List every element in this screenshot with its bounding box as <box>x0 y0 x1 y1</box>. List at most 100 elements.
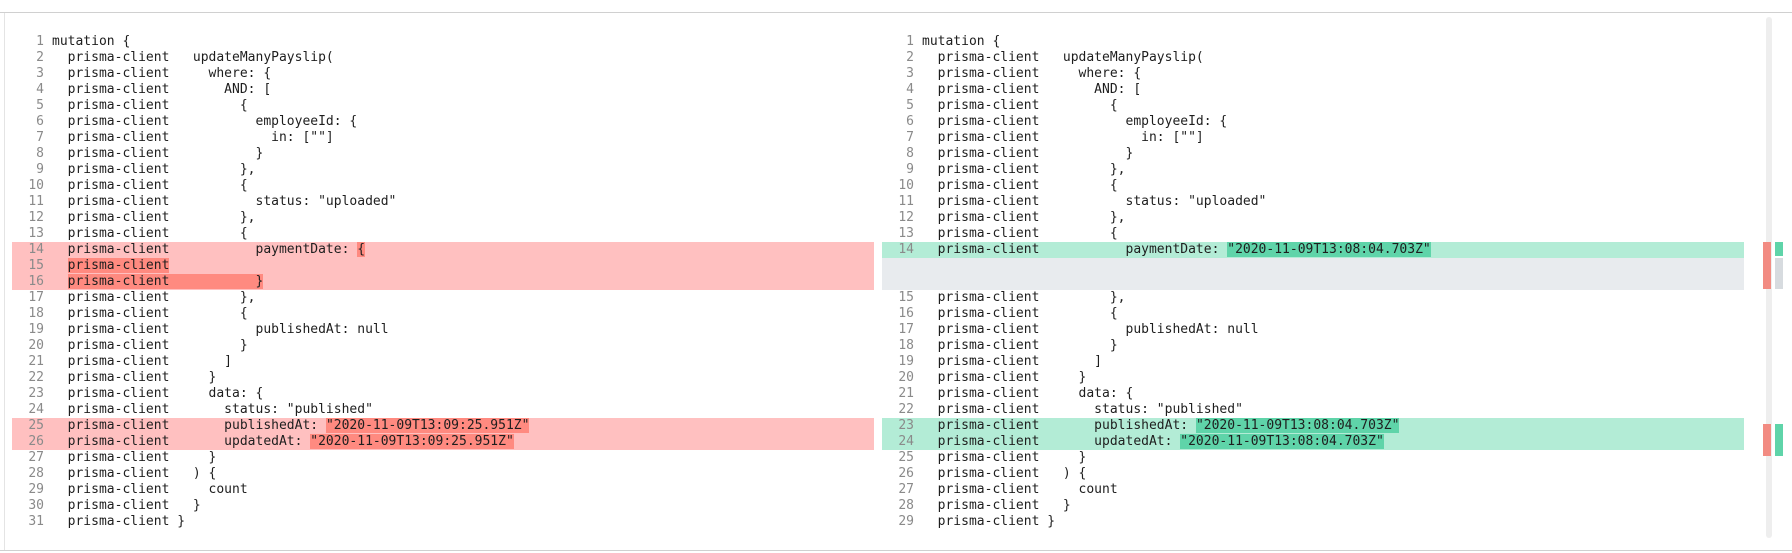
code-line[interactable]: 29 prisma-client count <box>12 482 874 498</box>
code-line[interactable]: 16 prisma-client { <box>882 306 1744 322</box>
code-line[interactable]: 12 prisma-client }, <box>12 210 874 226</box>
code-line[interactable]: 10 prisma-client { <box>882 178 1744 194</box>
code-line[interactable]: 9 prisma-client }, <box>12 162 874 178</box>
line-content: prisma-client publishedAt: null <box>922 322 1259 337</box>
unchanged-text <box>52 258 68 273</box>
code-line[interactable]: 11 prisma-client status: "uploaded" <box>12 194 874 210</box>
line-number: 8 <box>36 146 44 161</box>
code-line[interactable]: 29 prisma-client } <box>882 514 1744 530</box>
top-divider <box>0 12 1792 13</box>
code-line[interactable]: 19 prisma-client publishedAt: null <box>12 322 874 338</box>
line-content: prisma-client }, <box>922 162 1126 177</box>
code-line[interactable]: 26 prisma-client ) { <box>882 466 1744 482</box>
line-content: prisma-client } <box>52 146 264 161</box>
code-line[interactable]: 22 prisma-client } <box>12 370 874 386</box>
deleted-line[interactable]: 26 prisma-client updatedAt: "2020-11-09T… <box>12 434 874 450</box>
code-line[interactable]: 15 prisma-client }, <box>882 290 1744 306</box>
deleted-text: { <box>357 242 366 257</box>
code-line[interactable]: 18 prisma-client { <box>12 306 874 322</box>
diff-padding-line[interactable] <box>882 274 1744 290</box>
code-line[interactable]: 3 prisma-client where: { <box>882 66 1744 82</box>
line-number: 24 <box>898 434 914 449</box>
code-line[interactable]: 11 prisma-client status: "uploaded" <box>882 194 1744 210</box>
code-line[interactable]: 28 prisma-client } <box>882 498 1744 514</box>
code-line[interactable]: 10 prisma-client { <box>12 178 874 194</box>
line-number: 26 <box>898 466 914 481</box>
code-line[interactable]: 13 prisma-client { <box>882 226 1744 242</box>
code-line[interactable]: 27 prisma-client count <box>882 482 1744 498</box>
code-line[interactable]: 6 prisma-client employeeId: { <box>882 114 1744 130</box>
line-content: prisma-client status: "published" <box>52 402 373 417</box>
deleted-line[interactable]: 25 prisma-client publishedAt: "2020-11-0… <box>12 418 874 434</box>
code-line[interactable]: 21 prisma-client ] <box>12 354 874 370</box>
inserted-line[interactable]: 24 prisma-client updatedAt: "2020-11-09T… <box>882 434 1744 450</box>
code-line[interactable]: 21 prisma-client data: { <box>882 386 1744 402</box>
line-number: 17 <box>28 290 44 305</box>
code-line[interactable]: 12 prisma-client }, <box>882 210 1744 226</box>
line-content: prisma-client } <box>922 370 1087 385</box>
code-line[interactable]: 7 prisma-client in: [""] <box>882 130 1744 146</box>
line-number: 18 <box>898 338 914 353</box>
line-content: prisma-client } <box>922 146 1134 161</box>
code-line[interactable]: 5 prisma-client { <box>12 98 874 114</box>
code-line[interactable]: 5 prisma-client { <box>882 98 1744 114</box>
unchanged-text <box>52 274 68 289</box>
code-line[interactable]: 19 prisma-client ] <box>882 354 1744 370</box>
line-number: 10 <box>898 178 914 193</box>
code-line[interactable]: 4 prisma-client AND: [ <box>882 82 1744 98</box>
code-line[interactable]: 13 prisma-client { <box>12 226 874 242</box>
line-content: prisma-client ] <box>922 354 1103 369</box>
code-line[interactable]: 8 prisma-client } <box>12 146 874 162</box>
line-content: prisma-client status: "uploaded" <box>52 194 397 209</box>
code-line[interactable]: 20 prisma-client } <box>12 338 874 354</box>
code-line[interactable]: 23 prisma-client data: { <box>12 386 874 402</box>
line-number: 10 <box>28 178 44 193</box>
line-number: 7 <box>36 130 44 145</box>
line-content: prisma-client count <box>922 482 1118 497</box>
code-line[interactable]: 31 prisma-client } <box>12 514 874 530</box>
line-number: 18 <box>28 306 44 321</box>
code-line[interactable]: 17 prisma-client publishedAt: null <box>882 322 1744 338</box>
code-line[interactable]: 30 prisma-client } <box>12 498 874 514</box>
code-line[interactable]: 9 prisma-client }, <box>882 162 1744 178</box>
line-content: mutation { <box>52 34 131 49</box>
code-line[interactable]: 7 prisma-client in: [""] <box>12 130 874 146</box>
inserted-line[interactable]: 23 prisma-client publishedAt: "2020-11-0… <box>882 418 1744 434</box>
line-content: prisma-client } <box>52 274 264 290</box>
code-line[interactable]: 8 prisma-client } <box>882 146 1744 162</box>
code-line[interactable]: 3 prisma-client where: { <box>12 66 874 82</box>
code-line[interactable]: 24 prisma-client status: "published" <box>12 402 874 418</box>
code-line[interactable]: 22 prisma-client status: "published" <box>882 402 1744 418</box>
code-line[interactable]: 18 prisma-client } <box>882 338 1744 354</box>
line-number: 2 <box>906 50 914 65</box>
code-line[interactable]: 28 prisma-client ) { <box>12 466 874 482</box>
line-content: prisma-client in: [""] <box>922 130 1204 145</box>
code-line[interactable]: 27 prisma-client } <box>12 450 874 466</box>
code-line[interactable]: 17 prisma-client }, <box>12 290 874 306</box>
deleted-line[interactable]: 14 prisma-client paymentDate: { <box>12 242 874 258</box>
deleted-line[interactable]: 16 prisma-client } <box>12 274 874 290</box>
line-content: prisma-client { <box>922 226 1118 241</box>
line-number: 14 <box>28 242 44 257</box>
code-line[interactable]: 2 prisma-client updateManyPayslip( <box>12 50 874 66</box>
line-content: prisma-client employeeId: { <box>52 114 358 129</box>
inserted-line[interactable]: 14 prisma-client paymentDate: "2020-11-0… <box>882 242 1744 258</box>
deleted-line[interactable]: 15 prisma-client <box>12 258 874 274</box>
editor-left-border <box>4 13 5 550</box>
unchanged-text: prisma-client updatedAt: <box>52 434 311 449</box>
code-line[interactable]: 20 prisma-client } <box>882 370 1744 386</box>
code-line[interactable]: 25 prisma-client } <box>882 450 1744 466</box>
diff-padding-line[interactable] <box>882 258 1744 274</box>
code-line[interactable]: 4 prisma-client AND: [ <box>12 82 874 98</box>
line-content: prisma-client } <box>52 450 217 465</box>
line-number: 9 <box>36 162 44 177</box>
code-line[interactable]: 2 prisma-client updateManyPayslip( <box>882 50 1744 66</box>
line-content: prisma-client } <box>52 514 186 529</box>
unchanged-text: prisma-client publishedAt: <box>52 418 326 433</box>
code-line[interactable]: 6 prisma-client employeeId: { <box>12 114 874 130</box>
line-content: prisma-client <box>52 258 170 274</box>
